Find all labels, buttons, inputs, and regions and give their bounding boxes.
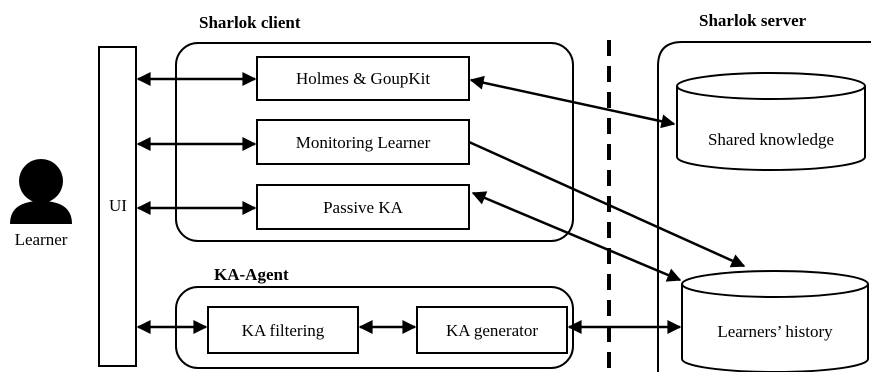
- shared-knowledge-database: [676, 72, 866, 171]
- ka-filtering-label: KA filtering: [242, 321, 325, 340]
- ka-generator-box: [416, 306, 568, 354]
- client-title: Sharlok client: [199, 13, 301, 32]
- holmes-groupkit-label: Holmes & GoupKit: [296, 69, 430, 88]
- learners-history-label: Learners’ history: [717, 322, 833, 341]
- ka-filtering-box: [207, 306, 359, 354]
- learner-label: Learner: [15, 230, 68, 249]
- arrow-passive-history: [471, 191, 682, 282]
- ui-label: UI: [109, 196, 127, 215]
- arrow-holmes-shared: [469, 75, 676, 129]
- monitoring-learner-label: Monitoring Learner: [296, 133, 431, 152]
- server-title: Sharlok server: [699, 11, 807, 30]
- ka-generator-label: KA generator: [446, 321, 538, 340]
- passive-ka-box: [256, 184, 470, 230]
- ui-panel: [98, 46, 137, 367]
- learner-person-icon: [10, 159, 72, 224]
- learners-history-database: [681, 270, 869, 372]
- sharlok-server-box: [657, 41, 871, 372]
- holmes-groupkit-box: [256, 56, 470, 101]
- shared-knowledge-label: Shared knowledge: [708, 130, 834, 149]
- passive-ka-label: Passive KA: [323, 198, 404, 217]
- agent-title: KA-Agent: [214, 265, 289, 284]
